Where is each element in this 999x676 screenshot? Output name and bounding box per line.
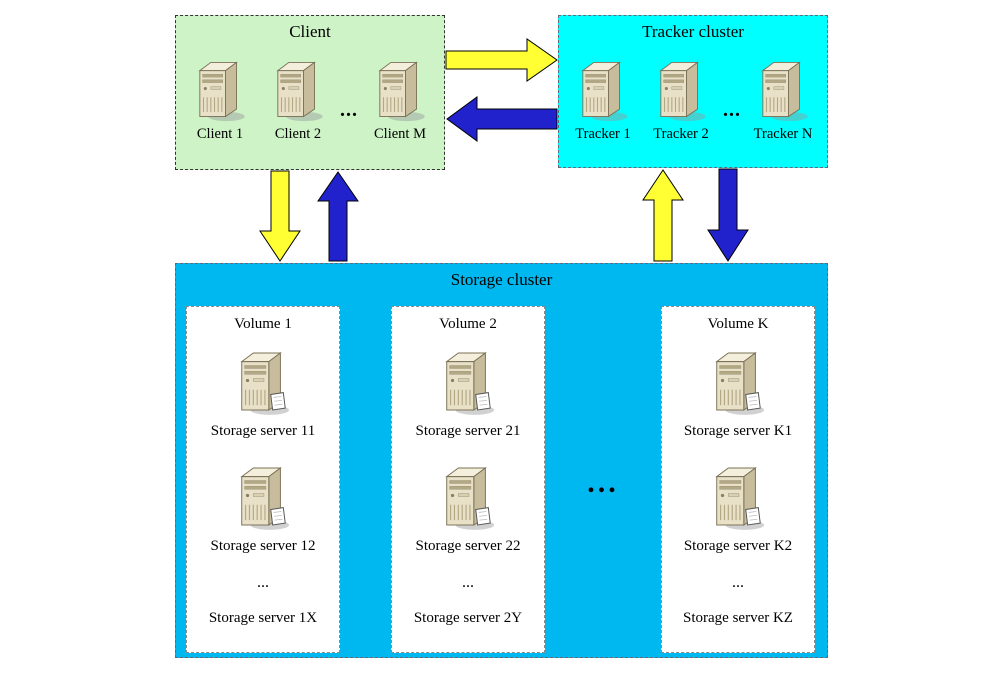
client-node-2: Client 2 [262, 56, 334, 143]
arrow-tracker-to-client [446, 96, 558, 142]
storage-server-more-label: Storage server KZ [683, 610, 793, 626]
arrow-tracker-to-storage [707, 168, 749, 262]
storage-server-icon [709, 460, 767, 532]
tracker-node-3-label: Tracker N [753, 126, 813, 142]
client-node-1: Client 1 [184, 56, 256, 143]
client-node-3-label: Client M [374, 126, 426, 142]
client-node-1-label: Client 1 [196, 126, 244, 142]
volume-k-ellipsis: ... [732, 574, 744, 591]
server-icon [575, 56, 631, 122]
storage-server-icon [709, 345, 767, 417]
server-icon [270, 56, 326, 122]
storage-server-icon [439, 345, 497, 417]
storage-server-icon [439, 460, 497, 532]
server-icon [192, 56, 248, 122]
client-node-row: Client 1 Client 2 ... Client M [176, 56, 444, 143]
volume-box-2: Volume 2 Storage server 21 Storage serve… [391, 306, 545, 653]
volume-1-title: Volume 1 [234, 316, 292, 332]
server-icon [653, 56, 709, 122]
server-icon [372, 56, 428, 122]
client-cluster: Client Client 1 Client 2 ... Client M [175, 15, 445, 170]
tracker-cluster-title: Tracker cluster [642, 22, 744, 41]
arrow-storage-to-tracker [642, 169, 684, 262]
tracker-node-2: Tracker 2 [645, 56, 717, 143]
volume-2-ellipsis: ... [462, 574, 474, 591]
client-ellipsis: ... [340, 99, 358, 121]
volume-k-title: Volume K [707, 316, 769, 332]
tracker-node-1-label: Tracker 1 [575, 126, 631, 142]
storage-server-label: Storage server 21 [415, 423, 521, 439]
storage-server-label: Storage server K1 [683, 423, 793, 439]
storage-server-more-label: Storage server 1X [208, 610, 318, 626]
arrow-client-to-tracker [445, 38, 558, 82]
tracker-node-2-label: Tracker 2 [653, 126, 709, 142]
arrow-storage-to-client [317, 171, 359, 262]
tracker-node-1: Tracker 1 [567, 56, 639, 143]
storage-server-icon [234, 460, 292, 532]
arrow-client-to-storage [259, 170, 301, 262]
server-icon [755, 56, 811, 122]
volume-2-title: Volume 2 [439, 316, 497, 332]
tracker-node-3: Tracker N [747, 56, 819, 143]
tracker-cluster: Tracker cluster Tracker 1 Tracker 2 ... … [558, 15, 828, 168]
storage-server-more-label: Storage server 2Y [413, 610, 523, 626]
storage-server-label: Storage server K2 [683, 538, 793, 554]
storage-cluster: Storage cluster Volume 1 Storage server … [175, 263, 828, 658]
storage-volumes-ellipsis: ... [587, 466, 619, 499]
storage-server-label: Storage server 12 [210, 538, 316, 554]
volume-box-1: Volume 1 Storage server 11 Storage serve… [186, 306, 340, 653]
storage-server-icon [234, 345, 292, 417]
tracker-node-row: Tracker 1 Tracker 2 ... Tracker N [559, 56, 827, 143]
client-node-3: Client M [364, 56, 436, 143]
volume-box-k: Volume K Storage server K1 Storage serve… [661, 306, 815, 653]
storage-cluster-title: Storage cluster [450, 270, 553, 289]
client-cluster-title: Client [289, 22, 331, 41]
storage-server-label: Storage server 22 [415, 538, 521, 554]
volume-1-ellipsis: ... [257, 574, 269, 591]
client-node-2-label: Client 2 [274, 126, 322, 142]
tracker-ellipsis: ... [723, 99, 741, 121]
storage-server-label: Storage server 11 [210, 423, 316, 439]
